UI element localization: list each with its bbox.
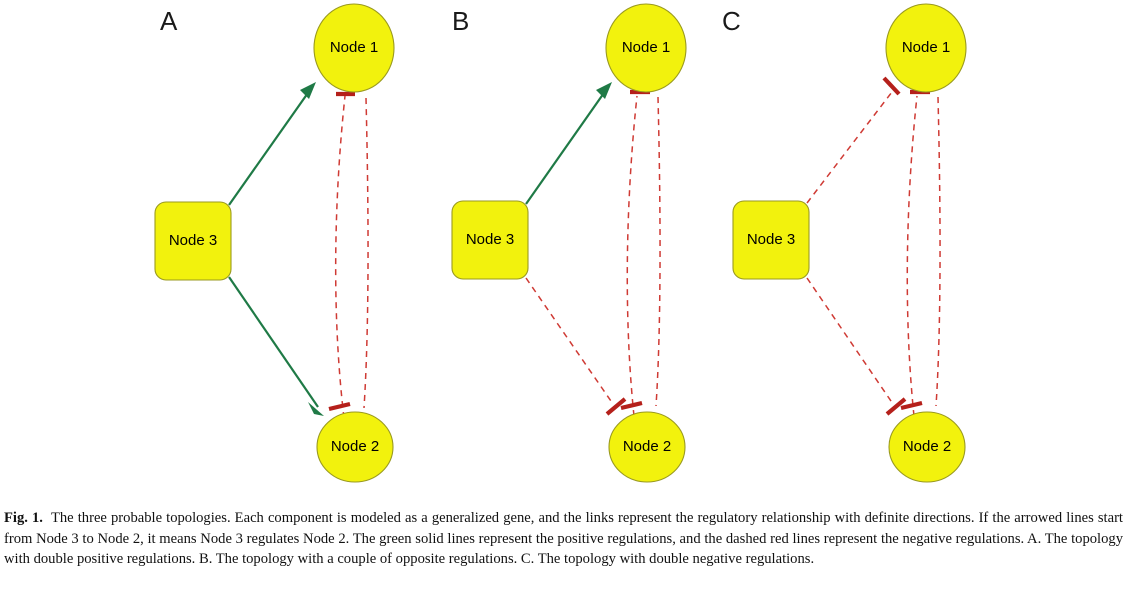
panel-a: A Node 1 Node 2: [154, 3, 395, 483]
node-label-node2: Node 2: [623, 438, 671, 455]
edge-curve-negative: [334, 95, 346, 419]
node-rect[interactable]: [732, 200, 810, 280]
edge-line-negative: [806, 277, 894, 405]
node-ellipse[interactable]: [888, 411, 966, 483]
node-label-node3: Node 3: [466, 231, 514, 248]
panel-c-letter: C: [722, 6, 741, 36]
node-label-node3: Node 3: [747, 231, 795, 248]
node-c-node2[interactable]: Node 2: [888, 411, 966, 483]
edge-line-positive: [228, 276, 319, 408]
panel-c: C Node 1 Node 2: [722, 3, 967, 483]
node-label-node1: Node 1: [622, 39, 670, 56]
inhibition-bar-icon: [620, 400, 643, 411]
node-ellipse[interactable]: [885, 3, 967, 93]
node-ellipse[interactable]: [316, 411, 394, 483]
panel-b-letter: B: [452, 6, 469, 36]
node-a-node1[interactable]: Node 1: [313, 3, 395, 93]
node-ellipse[interactable]: [608, 411, 686, 483]
inhibition-bar-icon: [605, 397, 627, 416]
figure-caption-text: The three probable topologies. Each comp…: [4, 510, 1123, 568]
node-b-node2[interactable]: Node 2: [608, 411, 686, 483]
node-c-node3[interactable]: Node 3: [732, 200, 810, 280]
panel-b: B Node 1 Node 2: [451, 3, 687, 483]
inhibition-bar-icon: [328, 401, 351, 412]
node-label-node3: Node 3: [169, 232, 217, 249]
figure-caption: Fig. 1.The three probable topologies. Ea…: [0, 508, 1127, 570]
edge-b-node3-to-node1-positive: [525, 82, 612, 205]
edge-a-node1-to-node2-negative: [328, 97, 369, 412]
figure-caption-label: Fig. 1.: [4, 510, 43, 526]
node-label-node2: Node 2: [331, 438, 379, 455]
edge-curve-negative: [935, 96, 941, 407]
edge-line-negative: [806, 87, 896, 204]
edge-a-node3-to-node2-positive: [228, 276, 324, 416]
inhibition-bar-icon: [885, 397, 907, 416]
figure-diagram-canvas: A Node 1 Node 2: [154, 3, 967, 483]
edge-b-node2-to-node1-negative: [626, 89, 650, 417]
edge-line-positive: [525, 89, 607, 205]
edge-curve-negative: [626, 95, 638, 417]
node-label-node1: Node 1: [330, 39, 378, 56]
node-ellipse[interactable]: [313, 3, 395, 93]
node-a-node3[interactable]: Node 3: [154, 201, 232, 281]
edge-a-node3-to-node1-positive: [228, 82, 316, 206]
node-label-node2: Node 2: [903, 438, 951, 455]
edge-curve-negative: [906, 95, 918, 417]
node-b-node1[interactable]: Node 1: [605, 3, 687, 93]
node-b-node3[interactable]: Node 3: [451, 200, 529, 280]
edge-line-negative: [525, 277, 614, 405]
panel-a-letter: A: [160, 6, 178, 36]
node-rect[interactable]: [451, 200, 529, 280]
arrowhead-icon: [596, 82, 612, 99]
inhibition-bar-icon: [900, 400, 923, 411]
edge-a-node2-to-node1-negative: [334, 91, 355, 419]
edge-line-positive: [228, 89, 311, 206]
edge-curve-negative: [655, 96, 661, 407]
arrowhead-icon: [308, 402, 324, 416]
arrowhead-icon: [300, 82, 316, 99]
edge-c-node3-to-node1-negative: [806, 76, 901, 204]
inhibition-bar-icon: [882, 76, 901, 96]
edge-b-node1-to-node2-negative: [620, 96, 661, 411]
node-ellipse[interactable]: [605, 3, 687, 93]
edge-curve-negative: [363, 97, 369, 409]
edge-c-node3-to-node2-negative: [806, 277, 907, 416]
node-c-node1[interactable]: Node 1: [885, 3, 967, 93]
node-label-node1: Node 1: [902, 39, 950, 56]
node-a-node2[interactable]: Node 2: [316, 411, 394, 483]
edge-b-node3-to-node2-negative: [525, 277, 627, 416]
edge-c-node2-to-node1-negative: [906, 89, 930, 417]
node-rect[interactable]: [154, 201, 232, 281]
edge-c-node1-to-node2-negative: [900, 96, 941, 411]
